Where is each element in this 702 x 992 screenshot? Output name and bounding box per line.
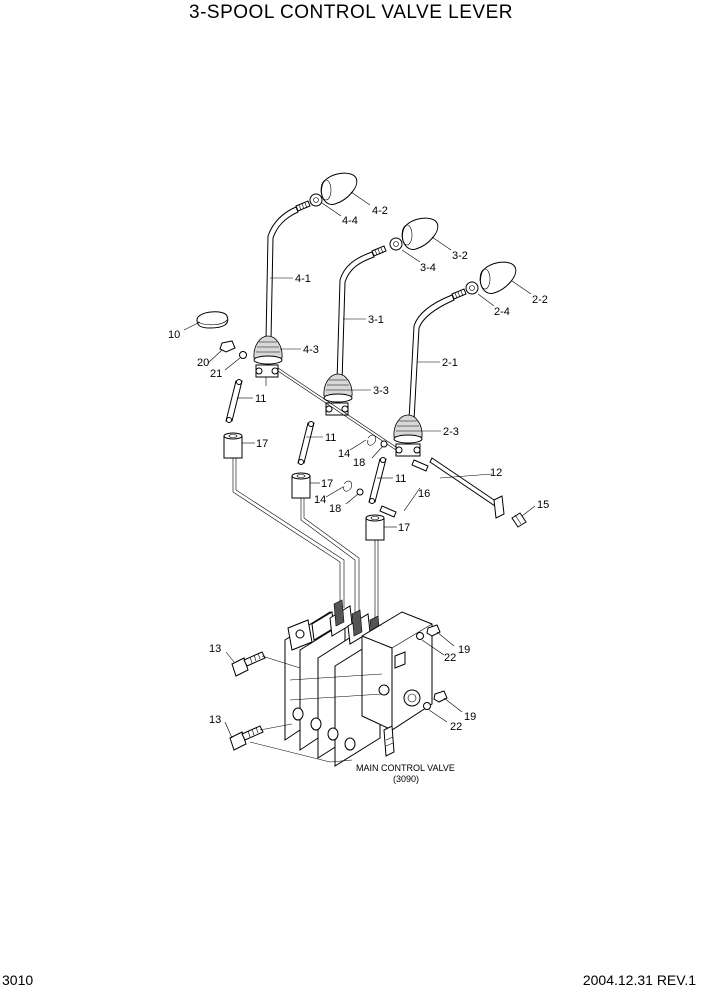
callout: 20	[197, 357, 209, 369]
pin-16-b	[379, 505, 397, 518]
callout: 4-2	[372, 205, 388, 217]
callout: 11	[395, 473, 406, 485]
nut-19-a	[426, 624, 441, 637]
nut-2-4	[465, 281, 479, 295]
callout: 13	[209, 714, 221, 726]
callout: 4-1	[295, 273, 311, 285]
callout: 22	[450, 721, 462, 733]
callout: 13	[209, 643, 221, 655]
callout: 14	[338, 448, 350, 460]
callout: 12	[490, 467, 502, 479]
callout: 4-3	[303, 344, 319, 356]
callout: 17	[256, 438, 268, 450]
callout: 22	[444, 652, 456, 664]
clip-14-a	[367, 434, 377, 446]
bushing-17-c	[365, 514, 385, 541]
callout: 19	[464, 711, 476, 723]
nut-4-4	[309, 193, 323, 207]
bolt-13-b	[229, 725, 264, 751]
washer-21	[239, 351, 247, 359]
link-rod-11-c	[368, 458, 387, 503]
lever-3-assembly	[323, 217, 439, 416]
callout-labels: 4-2 4-4 3-2 3-4 2-2 2-4 4-1 3-1 2-1 10 4…	[168, 205, 549, 784]
callout: 3-3	[373, 385, 389, 397]
leader-lines	[183, 191, 536, 739]
bushing-17-a	[223, 432, 243, 459]
callout: 21	[210, 368, 222, 380]
callout: 17	[398, 522, 410, 534]
cap-10	[196, 311, 229, 329]
clip-14-b	[343, 480, 353, 492]
knob-2-2	[480, 261, 517, 294]
callout: 17	[321, 478, 333, 490]
callout: 2-1	[442, 357, 458, 369]
nut-20	[219, 340, 236, 353]
callout: 19	[458, 644, 470, 656]
lever-4-assembly	[253, 172, 358, 386]
callout: 2-3	[443, 426, 459, 438]
washer-22-b	[423, 702, 431, 710]
callout: 4-4	[342, 215, 358, 227]
bolt-15	[511, 512, 527, 528]
lever-2-assembly	[393, 261, 517, 457]
callout: 2-2	[532, 294, 548, 306]
callout: 3-4	[420, 262, 436, 274]
pin-16-a	[411, 459, 429, 472]
page-title: 3-SPOOL CONTROL VALVE LEVER	[189, 2, 513, 23]
washer-18-b	[356, 488, 364, 496]
callout: 14	[314, 494, 326, 506]
washer-22-a	[416, 632, 424, 640]
callout: 18	[353, 457, 365, 469]
nut-19-b	[433, 690, 448, 703]
callout: 3-2	[452, 250, 468, 262]
callout: 11	[325, 432, 336, 444]
lever-rod-4-1	[265, 206, 299, 341]
callout: 16	[418, 488, 430, 500]
callout: 11	[255, 393, 266, 405]
main-control-valve-ref: (3090)	[393, 774, 419, 784]
callout: 18	[329, 503, 341, 515]
callout: 2-4	[494, 306, 510, 318]
callout: 15	[537, 499, 549, 511]
link-rod-11-b	[297, 422, 315, 464]
main-control-valve	[284, 599, 433, 767]
bolt-13-a	[231, 651, 266, 677]
page-number: 3010	[2, 972, 34, 988]
callout: 3-1	[368, 314, 384, 326]
link-rod-11-a	[225, 380, 243, 422]
callout: 10	[168, 329, 180, 341]
bushing-17-b	[291, 472, 311, 499]
main-control-valve-label: MAIN CONTROL VALVE	[356, 763, 455, 773]
washer-18-a	[380, 440, 388, 448]
shaft-12	[429, 457, 501, 509]
nut-3-4	[389, 237, 403, 251]
revision-date: 2004.12.31 REV.1	[582, 972, 696, 988]
